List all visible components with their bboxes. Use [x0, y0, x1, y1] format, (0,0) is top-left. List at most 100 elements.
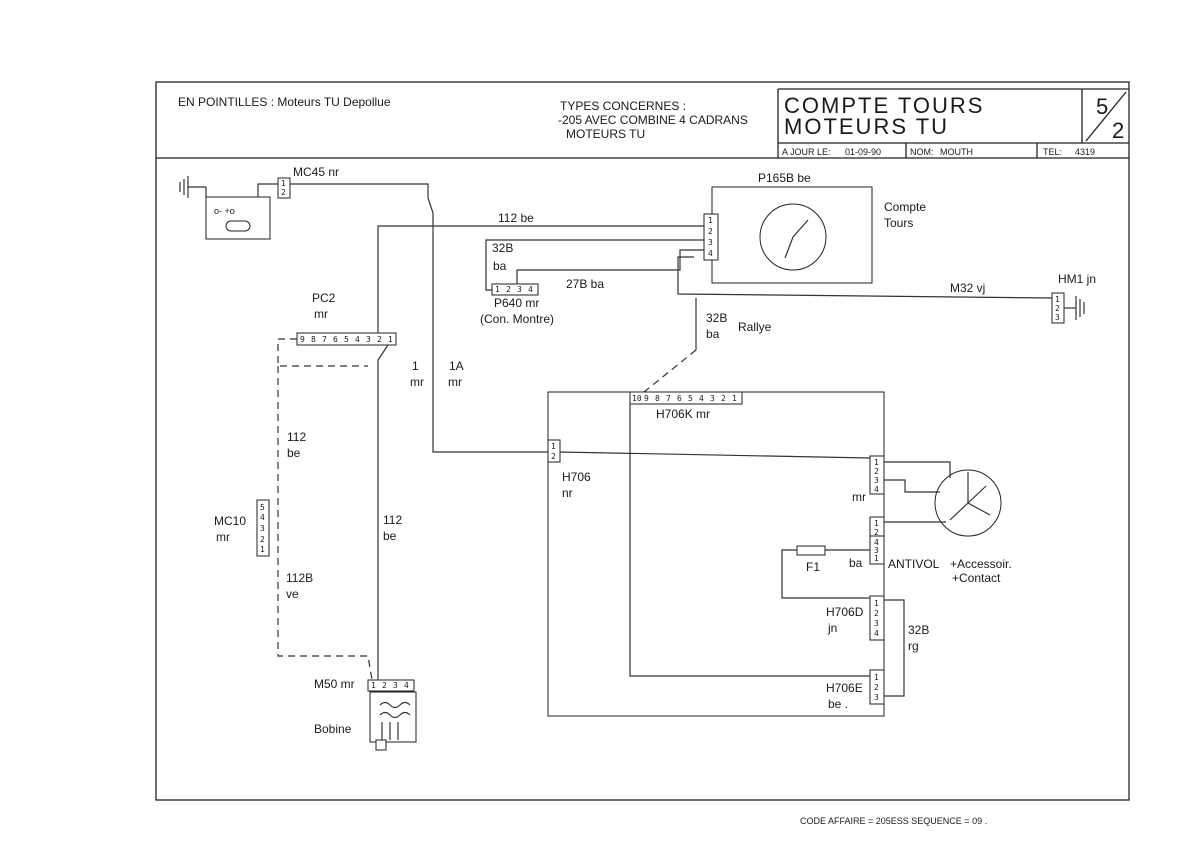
wire-1a-label: 1A: [449, 359, 464, 373]
svg-text:7: 7: [322, 335, 327, 344]
wire-mr-switch-2: [884, 479, 940, 493]
svg-text:2: 2: [874, 528, 879, 537]
drawing-frame: [155, 81, 1130, 801]
wire-27b: [516, 249, 704, 284]
wire-m32-label: M32 vj: [950, 281, 985, 295]
name-label: NOM:: [910, 147, 934, 157]
svg-text:2: 2: [1055, 304, 1060, 313]
connector-antivol-bottom: 4 3 1: [869, 535, 885, 565]
svg-text:5: 5: [688, 394, 693, 403]
connector-p165b: 1 2 3 4: [703, 213, 719, 261]
combine-instrument-box: [547, 391, 885, 717]
ignition-switch-symbol: [934, 469, 1002, 537]
wire-32b-rg: [884, 599, 905, 697]
compte-tours-label-2: Tours: [884, 216, 913, 230]
svg-text:2: 2: [874, 683, 879, 692]
wire-32b-rg-color: rg: [908, 639, 919, 653]
antivol-label: ANTIVOL: [888, 557, 940, 571]
svg-text:4: 4: [355, 335, 360, 344]
wire-112be-top: [377, 225, 704, 333]
f1-label: F1: [806, 560, 820, 574]
svg-text:1: 1: [371, 681, 376, 690]
hm1-label: HM1 jn: [1058, 272, 1096, 286]
fuse-f1: [796, 545, 826, 556]
wire-32b-rallye-color: ba: [706, 327, 720, 341]
wire-112b-label: 112B: [286, 571, 313, 585]
svg-text:2: 2: [874, 467, 879, 476]
ground-symbol-left: [179, 176, 206, 198]
page-number: 5: [1096, 94, 1110, 119]
svg-text:1: 1: [388, 335, 393, 344]
ground-symbol-right: [1064, 296, 1085, 320]
svg-text:7: 7: [666, 394, 671, 403]
types-title: TYPES CONCERNES :: [560, 99, 686, 113]
svg-text:8: 8: [655, 394, 660, 403]
svg-text:4: 4: [874, 538, 879, 547]
wire-112-dashed-color: be: [287, 446, 301, 460]
svg-text:1: 1: [495, 285, 500, 294]
m50-label: M50 mr: [314, 677, 355, 691]
pc2-label: PC2: [312, 291, 336, 305]
svg-text:1: 1: [260, 545, 265, 554]
svg-text:1: 1: [874, 673, 879, 682]
h706-label: H706: [562, 470, 591, 484]
wire-112be-dashed: [277, 338, 368, 367]
connector-antivol-top: 1 2: [869, 516, 885, 538]
connector-h706d: 1 2 3 4: [869, 595, 885, 641]
drawing-title-1: COMPTE TOURS: [784, 93, 984, 118]
svg-text:3: 3: [710, 394, 715, 403]
wire-27b-label: 27B ba: [566, 277, 604, 291]
h706k-label: H706K mr: [656, 407, 710, 421]
wire-32b-p640: [485, 239, 704, 291]
svg-text:10: 10: [632, 394, 642, 403]
mr-right-label: mr: [852, 490, 866, 504]
p165b-label: P165B be: [758, 171, 811, 185]
svg-text:3: 3: [874, 476, 879, 485]
svg-text:2: 2: [551, 452, 556, 461]
connector-pc2: 9 8 7 6 5 4 3 2 1: [296, 332, 397, 346]
svg-text:2: 2: [377, 335, 382, 344]
svg-text:2: 2: [382, 681, 387, 690]
h706-color: nr: [562, 486, 573, 500]
mc45-label: MC45 nr: [293, 165, 339, 179]
p640-sublabel: (Con. Montre): [480, 312, 554, 326]
svg-text:1: 1: [732, 394, 737, 403]
svg-text:3: 3: [874, 619, 879, 628]
pc2-color: mr: [314, 307, 328, 321]
h706e-color: be .: [828, 697, 848, 711]
tachometer-gauge: [759, 203, 827, 271]
wire-h706-mr: [559, 451, 871, 459]
svg-text:1: 1: [874, 554, 879, 563]
svg-text:4: 4: [260, 513, 265, 522]
types-line-2: MOTEURS TU: [566, 127, 645, 141]
wire-112-dashed-label: 112: [287, 430, 306, 444]
bobine-label: Bobine: [314, 722, 352, 736]
drawing-title-2: MOTEURS TU: [784, 114, 949, 139]
wire-112b-color: ve: [286, 587, 299, 601]
svg-text:1: 1: [281, 179, 286, 188]
connector-p640: 1 2 3 4: [491, 283, 539, 296]
wire-112b-ve: [277, 366, 373, 681]
connector-hm1: 1 2 3: [1051, 292, 1065, 324]
wire-rallye-dashed: [643, 349, 697, 393]
svg-text:4: 4: [874, 485, 879, 494]
mc10-label: MC10: [214, 514, 246, 528]
svg-text:5: 5: [344, 335, 349, 344]
contact-label: +Contact: [952, 571, 1001, 585]
date-value: 01-09-90: [845, 147, 881, 157]
connector-h706e: 1 2 3: [869, 669, 885, 705]
battery-symbol: o- +o: [205, 196, 271, 240]
wire-32b-top-label: 32B: [492, 241, 513, 255]
wire-112be-top-label: 112 be: [498, 211, 534, 225]
h706d-label: H706D: [826, 605, 864, 619]
svg-text:3: 3: [874, 693, 879, 702]
svg-text:3: 3: [393, 681, 398, 690]
svg-text:1: 1: [708, 216, 713, 225]
wire-32b-top-color: ba: [493, 259, 507, 273]
svg-text:4: 4: [874, 629, 879, 638]
svg-text:2: 2: [708, 227, 713, 236]
wire-1a-color: mr: [448, 375, 462, 389]
wire-32b-rallye-label: 32B: [706, 311, 727, 325]
svg-text:2: 2: [721, 394, 726, 403]
